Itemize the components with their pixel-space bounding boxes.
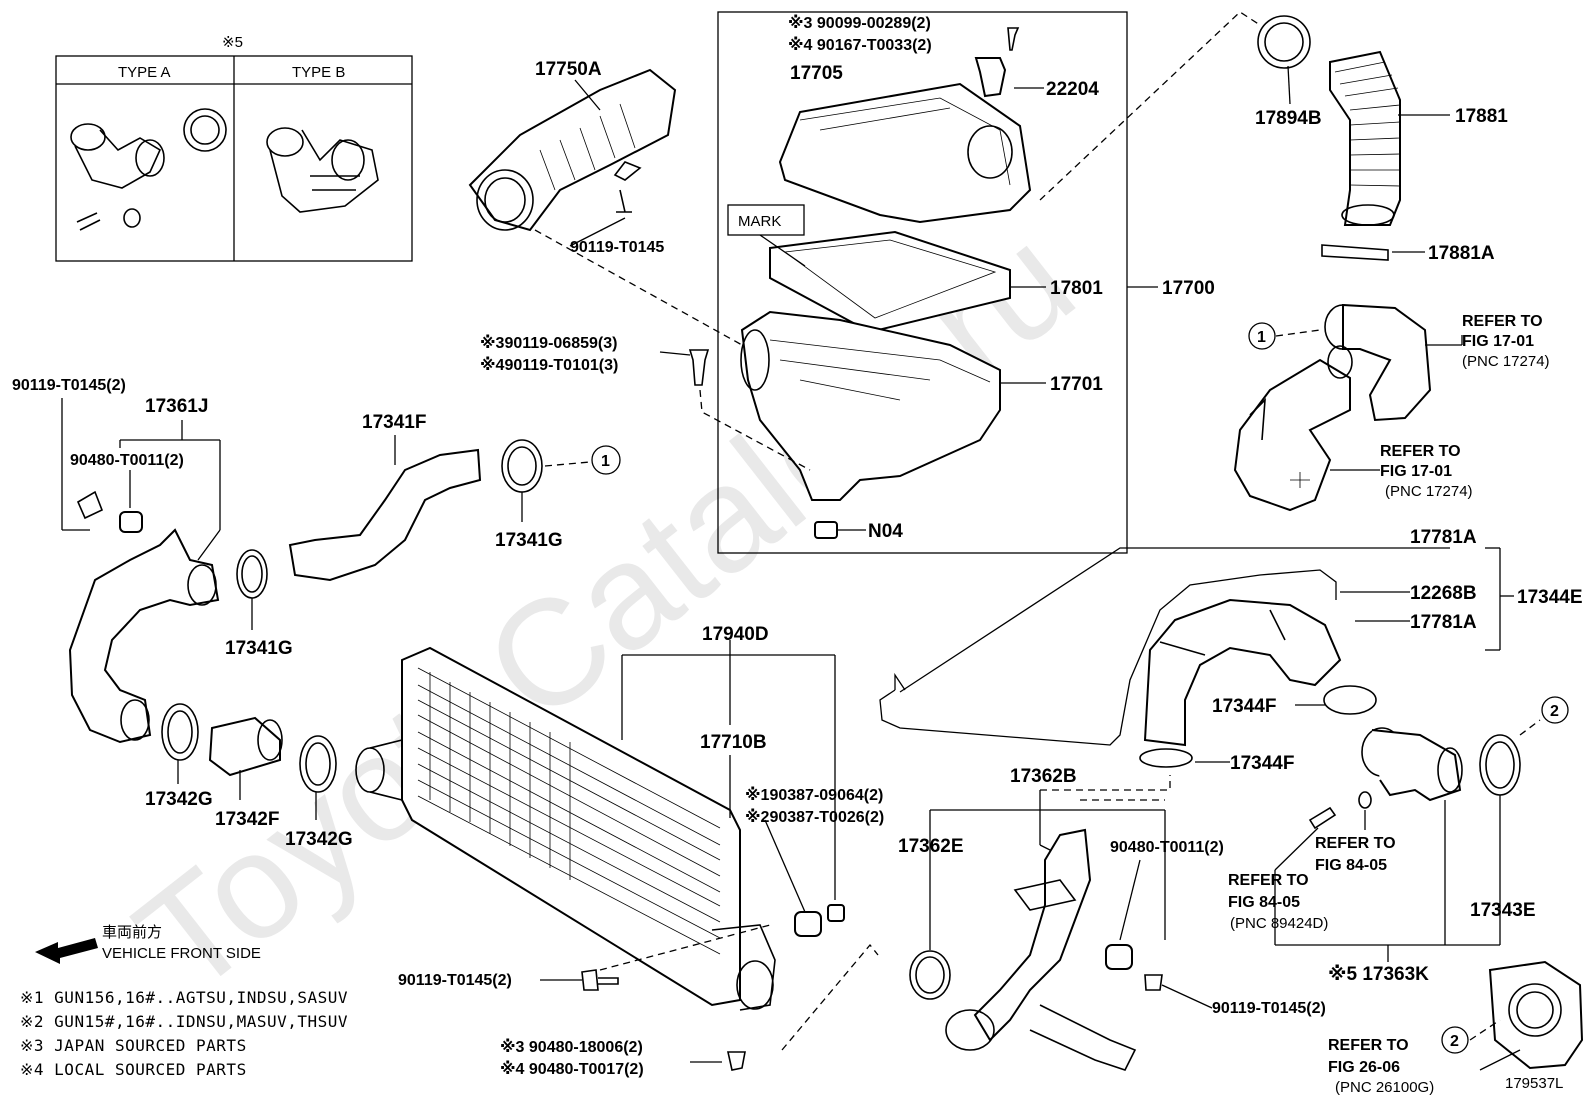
front-label-jp: 車両前方: [102, 924, 162, 941]
figure-code: 179537L: [1505, 1075, 1563, 1092]
label-17881: 17881: [1455, 106, 1508, 127]
intake-duct-17750A: [468, 68, 677, 232]
label-mark: MARK: [738, 213, 781, 230]
label-17881A: 17881A: [1428, 243, 1495, 264]
type-b-label: TYPE B: [292, 64, 345, 81]
air-cleaner-assembly: [717, 11, 1128, 554]
refer-1701-a-l1: REFER TO: [1462, 313, 1543, 330]
label-17362E: 17362E: [898, 836, 964, 857]
label-90387-09064: ※190387-09064(2): [745, 786, 883, 804]
front-label-en: VEHICLE FRONT SIDE: [102, 945, 261, 962]
elbow-17363K: [1308, 727, 1521, 830]
refer-8405-a-l1: REFER TO: [1315, 835, 1396, 852]
label-17342G-b: 17342G: [285, 829, 353, 850]
hose-17881: [1257, 15, 1401, 261]
front-arrow-icon: [35, 938, 98, 964]
label-12268B: 12268B: [1410, 583, 1477, 604]
label-17781A-a: 17781A: [1410, 527, 1477, 548]
label-17341G-b: 17341G: [225, 638, 293, 659]
label-17781A-b: 17781A: [1410, 612, 1477, 633]
label-90119-T0145-right: 90119-T0145(2): [1212, 1000, 1326, 1017]
type-a-elbow-icon: [70, 108, 227, 231]
label-90480-T0017: ※4 90480-T0017(2): [500, 1060, 644, 1078]
hose-17341F: [288, 448, 482, 582]
label-90119-T0145-left: 90119-T0145(2): [12, 377, 126, 394]
label-17363K: ※5 17363K: [1328, 964, 1429, 985]
label-22204: 22204: [1046, 79, 1099, 100]
hose-17342F: [208, 716, 281, 777]
label-90387-T0026: ※290387-T0026(2): [745, 808, 884, 826]
refer-2606-l1: REFER TO: [1328, 1037, 1409, 1054]
label-17801: 17801: [1050, 278, 1103, 299]
label-17342G-a: 17342G: [145, 789, 213, 810]
refer-1701-a-l3: (PNC 17274): [1462, 353, 1550, 370]
refer-8405-b-l1: REFER TO: [1228, 872, 1309, 889]
refer-8405-b-l3: (PNC 89424D): [1230, 915, 1328, 932]
label-17701: 17701: [1050, 374, 1103, 395]
refer-2606-l2: FIG 26-06: [1328, 1059, 1400, 1076]
refer-1701-b-l2: FIG 17-01: [1380, 463, 1452, 480]
type-table: ※5 TYPE A TYPE B: [55, 34, 413, 262]
label-17344E: 17344E: [1517, 587, 1583, 608]
label-90119-T0101: ※490119-T0101(3): [480, 356, 618, 374]
pipe-17362B: [945, 828, 1137, 1071]
label-90119-06859: ※390119-06859(3): [480, 334, 617, 352]
label-17342F: 17342F: [215, 809, 279, 830]
hose-17344E: [879, 569, 1342, 747]
label-90480-18006: ※3 90480-18006(2): [500, 1038, 643, 1056]
air-cleaner-cap: [778, 82, 1032, 224]
label-17700: 17700: [1162, 278, 1215, 299]
label-90480-T0011-left: 90480-T0011(2): [70, 452, 184, 469]
intercooler: [355, 646, 776, 1011]
label-17705: 17705: [790, 63, 843, 84]
type-table-mark: ※5: [222, 34, 243, 51]
air-filter-element: [769, 230, 1011, 334]
label-90099-00289: ※3 90099-00289(2): [788, 14, 931, 32]
label-N04: N04: [868, 521, 903, 542]
label-90119-T0145-top: 90119-T0145: [570, 239, 664, 256]
note-1: ※1 GUN156,16#..AGTSU,INDSU,SASUV: [20, 988, 348, 1007]
note-3: ※3 JAPAN SOURCED PARTS: [20, 1036, 247, 1055]
label-17894B: 17894B: [1255, 108, 1322, 129]
label-90167-T0033: ※4 90167-T0033(2): [788, 36, 932, 54]
air-cleaner-case: [740, 310, 1001, 501]
label-17341F: 17341F: [362, 412, 426, 433]
label-17343E: 17343E: [1470, 900, 1536, 921]
label-17361J: 17361J: [145, 396, 208, 417]
turbo-inlet-elbow: [1233, 303, 1432, 512]
circle-ref-1-right: 1: [1257, 329, 1266, 346]
label-17344F-b: 17344F: [1230, 753, 1294, 774]
refer-2606-l3: (PNC 26100G): [1335, 1079, 1434, 1096]
circle-ref-2-bot: 2: [1450, 1033, 1459, 1050]
label-17362B: 17362B: [1010, 766, 1077, 787]
type-b-elbow-icon: [266, 127, 379, 213]
refer-1701-a-l2: FIG 17-01: [1462, 333, 1534, 350]
label-17940D: 17940D: [702, 624, 769, 645]
note-2: ※2 GUN15#,16#..IDNSU,MASUV,THSUV: [20, 1012, 348, 1031]
pipe-17361J: [68, 528, 220, 744]
label-17710B: 17710B: [700, 732, 767, 753]
refer-8405-a-l2: FIG 84-05: [1315, 857, 1387, 874]
circle-ref-2-top: 2: [1550, 703, 1559, 720]
label-17344F-a: 17344F: [1212, 696, 1276, 717]
label-17341G-a: 17341G: [495, 530, 563, 551]
note-4: ※4 LOCAL SOURCED PARTS: [20, 1060, 247, 1079]
throttle-body: [1488, 960, 1584, 1070]
type-a-label: TYPE A: [118, 64, 171, 81]
label-90119-T0145-bot: 90119-T0145(2): [398, 972, 512, 989]
label-90480-T0011-right: 90480-T0011(2): [1110, 839, 1224, 856]
refer-8405-b-l2: FIG 84-05: [1228, 894, 1300, 911]
label-17750A: 17750A: [535, 59, 602, 80]
refer-1701-b-l3: (PNC 17274): [1385, 483, 1473, 500]
refer-1701-b-l1: REFER TO: [1380, 443, 1461, 460]
circle-ref-1-left: 1: [601, 453, 610, 470]
